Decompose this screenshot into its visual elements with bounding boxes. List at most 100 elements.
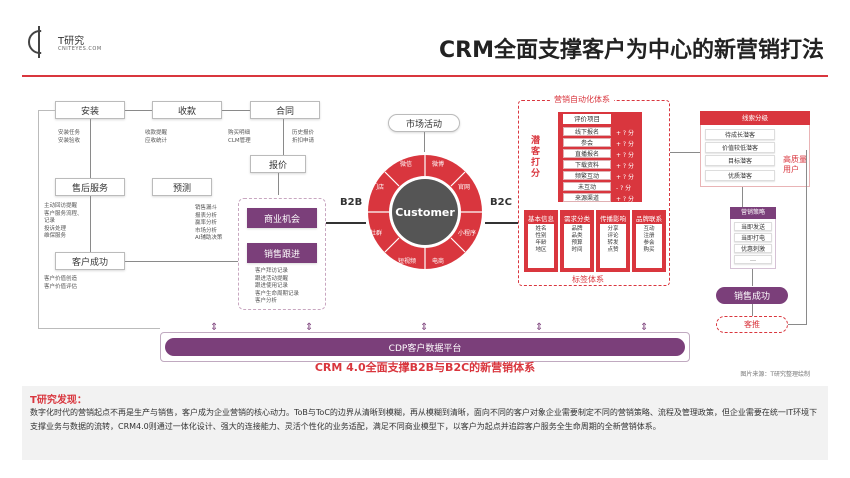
repeat-node: 客推 [716,316,788,333]
findings-body: 数字化时代的营销起点不再是生产与销售，客户成为企业营销的核心动力。ToB与ToC… [30,408,818,431]
cdp-arrow-icon-5: ⇕ [640,322,649,333]
contract-note-left: 购买明细 CLM管理 [228,130,251,144]
aftersales-node: 售后服务 [55,178,125,196]
arrow-quote-contract [283,119,284,155]
logo-name: T研究 [58,36,85,47]
logo: T研究 CNITEYES.COM [28,26,148,60]
arrow-repeat-loop [788,324,806,325]
logo-sub: CNITEYES.COM [58,46,102,52]
score-item-4: 下载资料 [563,160,611,169]
forecast-node: 预测 [152,178,212,196]
contract-node: 合同 [250,101,320,119]
customer-success-node: 客户成功 [55,252,125,270]
arrow-loop-up [806,150,807,325]
score-item-5: 频繁互动 [563,171,611,180]
sales-success-node: 销售成功 [716,287,788,304]
sales-follow-node: 销售跟进 [247,243,317,263]
aftersales-note: 主动回访提醒 客户服务流程、 记录 投诉处理 维保服务 [44,203,83,239]
score-value-4: + ? 分 [616,163,635,170]
customer-label: Customer [395,206,455,219]
logo-mark-icon [28,30,42,54]
cdp-arrow-icon-1: ⇕ [210,322,219,333]
diagram-caption: CRM 4.0全面支撑B2B与B2C的新营销体系 [314,361,536,374]
title-divider [22,75,828,77]
install-note: 安装任务 安装验收 [58,130,81,144]
page-title: CRM全面支撑客户为中心的新营销打法 [439,38,824,63]
arrow-contract-payment [222,110,250,111]
strategy-2: 当即打电 [734,233,772,242]
segment-1: 微信 [400,161,413,168]
strategy-header: 营销策略 [730,207,776,219]
install-node: 安装 [55,101,125,119]
segment-8: 门店 [372,184,385,191]
outer-loop-bottom [38,328,160,329]
arrow-score-clue [670,152,700,153]
segment-6: 短视频 [398,258,417,265]
arrow-clue-strategy [742,187,743,207]
score-value-2: + ? 分 [616,141,635,148]
customer-success-note: 客户价值创造 客户价值评估 [44,276,78,290]
segment-2: 微博 [432,161,445,168]
opportunity-node: 商业机会 [247,208,317,228]
arrow-success-repeat [752,304,753,316]
outer-loop-left-top [38,110,55,111]
score-value-5: + ? 分 [616,174,635,181]
cdp-outline [160,332,690,362]
segment-4: 小程序 [458,230,477,237]
strategy-4: … [734,255,772,264]
findings-heading: T研究发现： [30,395,87,406]
strategy-frame [730,219,776,269]
segment-5: 电商 [432,258,445,265]
automation-title: 营销自动化体系 [550,94,614,105]
arrow-opportunity-quote [278,173,279,195]
tag-brand-body: 互动 注册 参会 购买 [636,224,662,268]
clue-3: 目标潜客 [705,155,775,166]
tag-spread-body: 分享 评论 转发 点赞 [600,224,626,268]
forecast-note: 销售漏斗 报表分析 赢率分析 市场分析 AI辅助决策 [195,205,223,241]
clue-1: 待成长潜客 [705,129,775,140]
b2b-label: B2B [340,197,363,208]
score-item-3: 直播报名 [563,149,611,158]
score-item-7: 来源渠道 [563,193,611,202]
clue-2: 价值较低潜客 [705,142,775,153]
contract-note-right: 历史报价 折扣申请 [292,130,315,144]
eval-header: 评价项目 [563,114,611,124]
arrow-market-customer [424,132,425,152]
tag-system-label: 标签体系 [572,275,604,284]
logo-bar [38,26,40,58]
lead-scoring-label: 潜客打分 [531,136,541,179]
score-value-7: + ? 分 [616,196,635,203]
payment-node: 收款 [152,101,222,119]
strategy-1: 当即发送 [734,222,772,231]
score-value-6: - ? 分 [616,185,632,192]
image-source: 图片来源：T研究整理绘制 [740,371,810,378]
market-node: 市场活动 [388,114,460,132]
segment-3: 官网 [458,184,471,191]
tag-basic-body: 姓名 性别 年龄 地区 [528,224,554,268]
clue-header: 线索分级 [700,111,810,125]
arrow-aftersales-success [90,196,91,252]
sales-group [238,198,326,310]
arrow-b2c [485,222,518,224]
cdp-arrow-icon-2: ⇕ [305,322,314,333]
arrow-strategy-success [752,269,753,286]
score-item-2: 参会 [563,138,611,147]
tag-demand-body: 品牌 品类 预算 时间 [564,224,590,268]
high-quality-label: 高质量 用户 [783,155,807,174]
clue-4: 优质潜客 [705,170,775,181]
arrow-b2b [326,222,366,224]
score-value-1: + ? 分 [616,130,635,137]
cdp-arrow-icon-3: ⇕ [420,322,429,333]
payment-note: 收款提醒 应收统计 [145,130,168,144]
score-item-1: 线下报名 [563,127,611,136]
segment-7: 社群 [370,230,383,237]
cdp-arrow-icon-4: ⇕ [535,322,544,333]
outer-loop-left [38,110,39,328]
arrow-install-aftersales [90,119,91,178]
strategy-3: 优惠刺激 [734,244,772,253]
customer-ring [368,155,482,269]
score-item-6: 未互动 [563,182,611,191]
arrow-payment-install [125,110,152,111]
b2c-label: B2C [490,197,512,208]
findings-panel [22,386,828,460]
